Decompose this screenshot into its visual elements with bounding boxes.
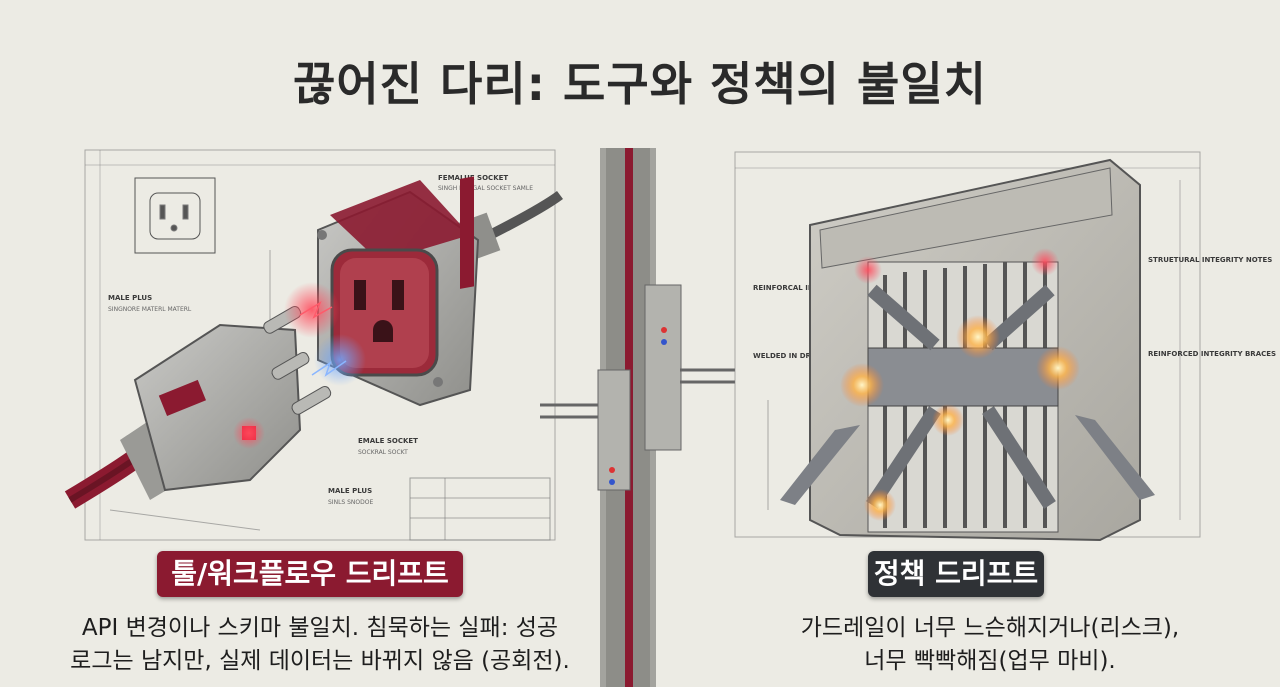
label-reinforced: REINFORCED INTEGRITY BRACES	[1148, 350, 1276, 358]
label-female-socket-bottom-sub: SOCKRAL SOCKT	[358, 449, 408, 456]
label-male-plug-left: MALE PLUS	[108, 294, 152, 302]
label-welded: WELDED IN DRAGES	[753, 352, 832, 360]
policy-drift-description-line-1: 가드레일이 너무 느슨해지거나(리스크),	[800, 615, 1180, 641]
label-female-socket-bottom: EMALE SOCKET	[358, 437, 418, 445]
label-male-plug-left-sub: SINGNORE MATERL MATERL	[108, 306, 192, 313]
male-plug-illustration	[64, 282, 366, 509]
policy-drift-description-line-2: 너무 빡빡해짐(업무 마비).	[864, 648, 1116, 674]
tool-drift-description-line-1: API 변경이나 스키마 불일치. 침묵하는 실패: 성공	[81, 615, 559, 641]
policy-drift-badge: 정책 드리프트	[868, 551, 1044, 597]
label-structural: STRUETURAL INTEGRITY NOTES	[1148, 256, 1272, 264]
policy-drift-description: 가드레일이 너무 느슨해지거나(리스크), 너무 빡빡해짐(업무 마비).	[720, 612, 1260, 678]
tool-drift-badge: 툴/워크플로우 드리프트	[157, 551, 463, 597]
label-male-plug-bottom: MALE PLUS	[328, 487, 372, 495]
label-female-socket-top-sub: SINGH DUNGAL SOCKET SAMLE	[438, 185, 533, 192]
tool-drift-description: API 변경이나 스키마 불일치. 침묵하는 실패: 성공 로그는 남지만, 실…	[40, 612, 600, 678]
tool-drift-description-line-2: 로그는 남지만, 실제 데이터는 바뀌지 않음 (공회전).	[70, 648, 570, 674]
center-divider	[540, 148, 735, 687]
gate-illustration	[780, 158, 1155, 542]
page-title: 끊어진 다리: 도구와 정책의 불일치	[293, 57, 987, 111]
label-male-plug-bottom-sub: SINLS SNODOE	[328, 499, 373, 506]
